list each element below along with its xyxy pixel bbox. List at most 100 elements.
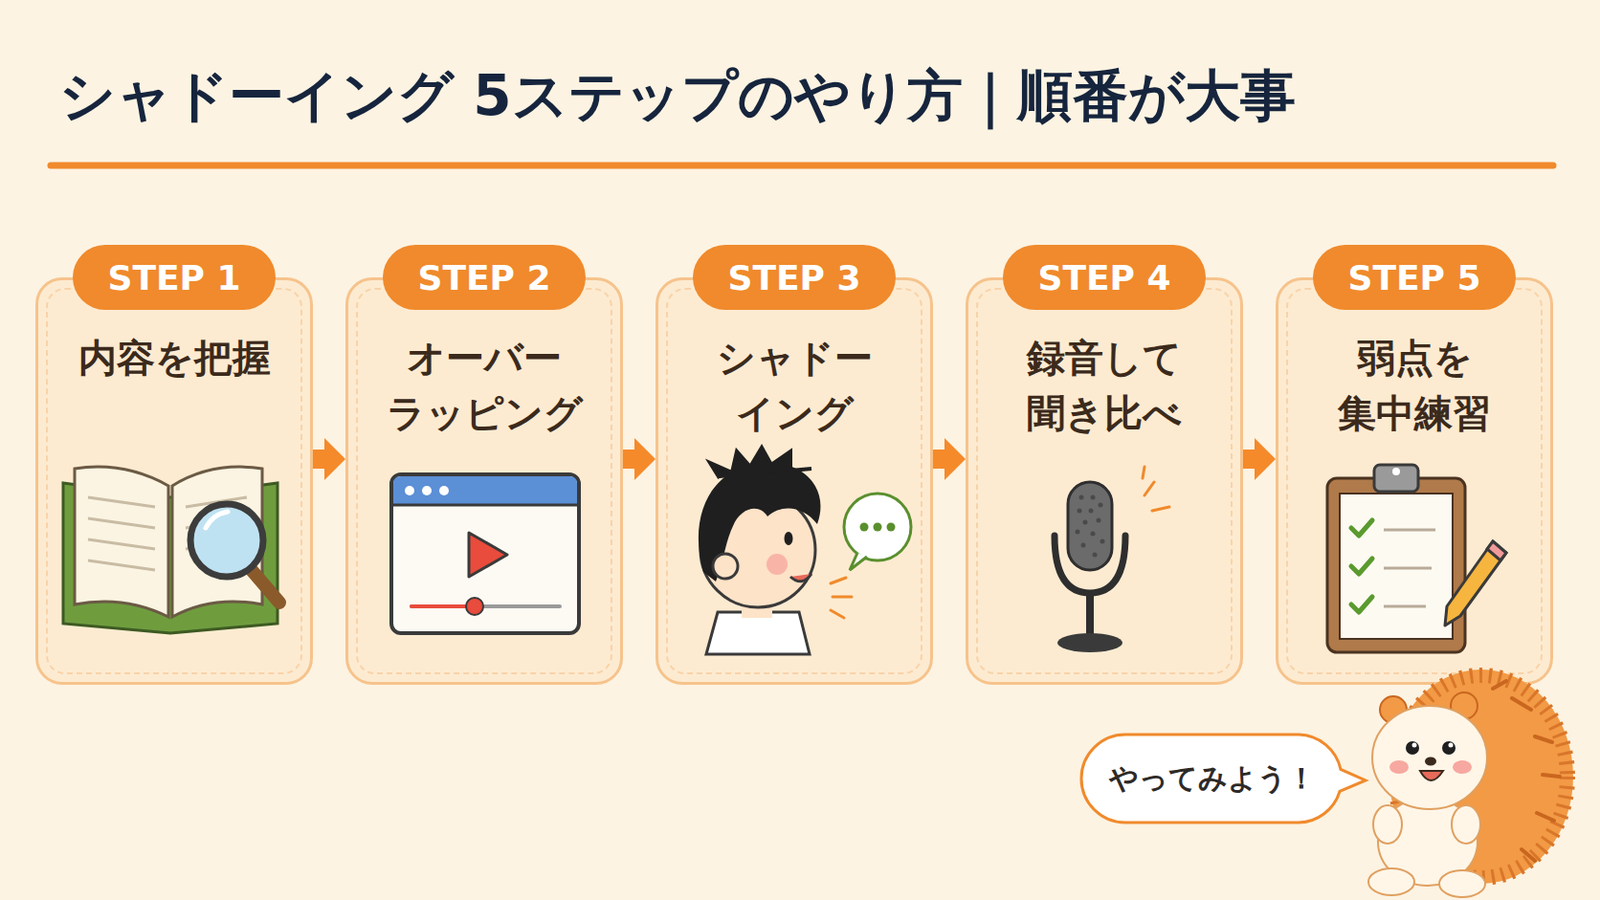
hedgehog-mascot-part	[1451, 805, 1481, 845]
book-icon-part	[172, 466, 263, 618]
hedgehog-mascot-part	[1405, 741, 1420, 756]
book-icon	[63, 466, 280, 634]
boy-speaking-icon-part	[710, 447, 812, 479]
flow-arrow	[933, 449, 945, 469]
hedgehog-mascot-part	[1450, 692, 1478, 720]
step-badge: STEP 3	[692, 244, 896, 311]
flow-arrow	[622, 449, 635, 469]
microphone-icon-part-part	[1081, 543, 1087, 549]
boy-speaking-icon-part	[830, 577, 852, 619]
boy-speaking-icon-part	[741, 593, 773, 619]
hedgehog-mascot-part	[1373, 805, 1402, 845]
clipboard-icon-part	[1327, 478, 1466, 653]
book-icon-part	[63, 483, 278, 634]
hedgehog-mascot-part	[1452, 760, 1472, 775]
microphone-icon-part-part	[1079, 495, 1085, 501]
video-player-icon-part	[422, 486, 432, 496]
step-card: STEP 1内容を把握	[35, 277, 313, 686]
microphone-icon-part-part	[1096, 518, 1102, 524]
speech-bubble: やってみよう！	[1079, 733, 1345, 825]
boy-speaking-icon-part	[784, 532, 794, 546]
boy-speaking-icon-part	[700, 492, 816, 608]
microphone-icon-part-part	[1090, 532, 1096, 537]
microphone-icon-part-part	[1088, 509, 1094, 514]
speech-text: やってみよう！	[1079, 733, 1345, 825]
video-player-icon-part	[393, 476, 578, 506]
step-card: STEP 4録音して 聞き比べ	[965, 277, 1244, 686]
microphone-icon-part	[1067, 482, 1112, 571]
boy-speaking-icon-part	[849, 553, 867, 571]
microphone-icon-part-part	[1100, 539, 1106, 545]
step-badge: STEP 4	[1002, 244, 1206, 311]
boy-speaking-icon-part	[887, 523, 896, 533]
book-icon-part	[74, 466, 169, 618]
boy-speaking-icon-part	[712, 554, 738, 579]
video-player-icon-part	[468, 533, 508, 578]
video-player-icon-part	[391, 504, 579, 508]
clipboard-icon	[1327, 465, 1507, 653]
hedgehog-mascot-part	[1372, 706, 1488, 810]
step-label: シャドー イング	[658, 330, 931, 442]
microphone-icon-part-part	[1092, 553, 1098, 558]
hedgehog-mascot-part	[1389, 669, 1574, 885]
step-card: STEP 5弱点を 集中練習	[1275, 277, 1554, 686]
microphone-icon-part	[1086, 593, 1094, 640]
step-label: 録音して 聞き比べ	[968, 330, 1241, 442]
flow-arrow	[312, 449, 325, 469]
microphone-icon-part	[1057, 633, 1123, 653]
book-icon-part	[250, 569, 280, 603]
hedgehog-mascot-part	[1379, 696, 1407, 724]
hedgehog-mascot-part	[1368, 868, 1415, 896]
step-label: オーバー ラッピング	[348, 330, 621, 442]
step-label: 内容を把握	[38, 330, 311, 386]
video-player-icon-part	[411, 604, 560, 609]
clipboard-icon-part	[1444, 541, 1507, 626]
microphone-icon-part-part	[1083, 520, 1089, 526]
hedgehog-mascot-part	[1492, 681, 1560, 862]
video-player-icon-part	[439, 486, 449, 496]
hedgehog-mascot-part	[1389, 760, 1409, 775]
boy-speaking-icon-part	[790, 574, 812, 582]
step-label: 弱点を 集中練習	[1278, 330, 1551, 442]
hedgehog-mascot-part	[1412, 743, 1418, 749]
step-badge: STEP 2	[382, 244, 586, 311]
boy-speaking-icon-part	[860, 523, 869, 533]
hedgehog-mascot-part	[1420, 771, 1444, 781]
clipboard-icon-part	[1487, 541, 1507, 561]
microphone-icon-part	[1054, 535, 1126, 594]
hedgehog-mascot-part	[1377, 798, 1478, 887]
microphone-icon-part-part	[1098, 503, 1104, 509]
clipboard-icon-part	[1339, 493, 1453, 640]
clipboard-icon-part	[1374, 465, 1419, 492]
book-icon-part	[205, 511, 228, 529]
connector-layer	[312, 459, 1255, 461]
microphone-icon	[1054, 466, 1170, 653]
microphone-icon-part-part	[1090, 495, 1096, 501]
clipboard-icon-part	[1383, 530, 1436, 607]
boy-speaking-icon-part	[698, 463, 822, 582]
book-icon-part	[190, 504, 264, 578]
video-player-icon-part	[404, 486, 415, 496]
flow-arrow	[1243, 449, 1255, 469]
title-underline	[50, 162, 1554, 170]
step-badge: STEP 5	[1312, 244, 1516, 311]
step-badge: STEP 1	[72, 244, 276, 311]
video-player-icon-part	[411, 604, 475, 609]
hedgehog-mascot-part	[1424, 757, 1437, 767]
boy-speaking-icon-part	[873, 523, 883, 533]
step-card: STEP 2オーバー ラッピング	[345, 277, 623, 686]
hedgehog-mascot-part	[1448, 743, 1454, 749]
diagram-title: シャドーイング 5ステップのやり方｜順番が大事	[59, 63, 1296, 131]
step-card: STEP 3シャドー イング	[655, 277, 934, 686]
video-player-icon-part	[391, 474, 579, 634]
microphone-icon-part-part	[1075, 530, 1081, 535]
book-icon-part	[88, 497, 247, 571]
hedgehog-mascot-part	[1395, 675, 1568, 879]
video-player-icon	[391, 474, 579, 634]
boy-speaking-icon-part	[844, 493, 912, 561]
microphone-icon-part	[1075, 495, 1106, 558]
hedgehog-mascot	[1368, 669, 1574, 898]
hedgehog-mascot-part	[1439, 870, 1486, 898]
